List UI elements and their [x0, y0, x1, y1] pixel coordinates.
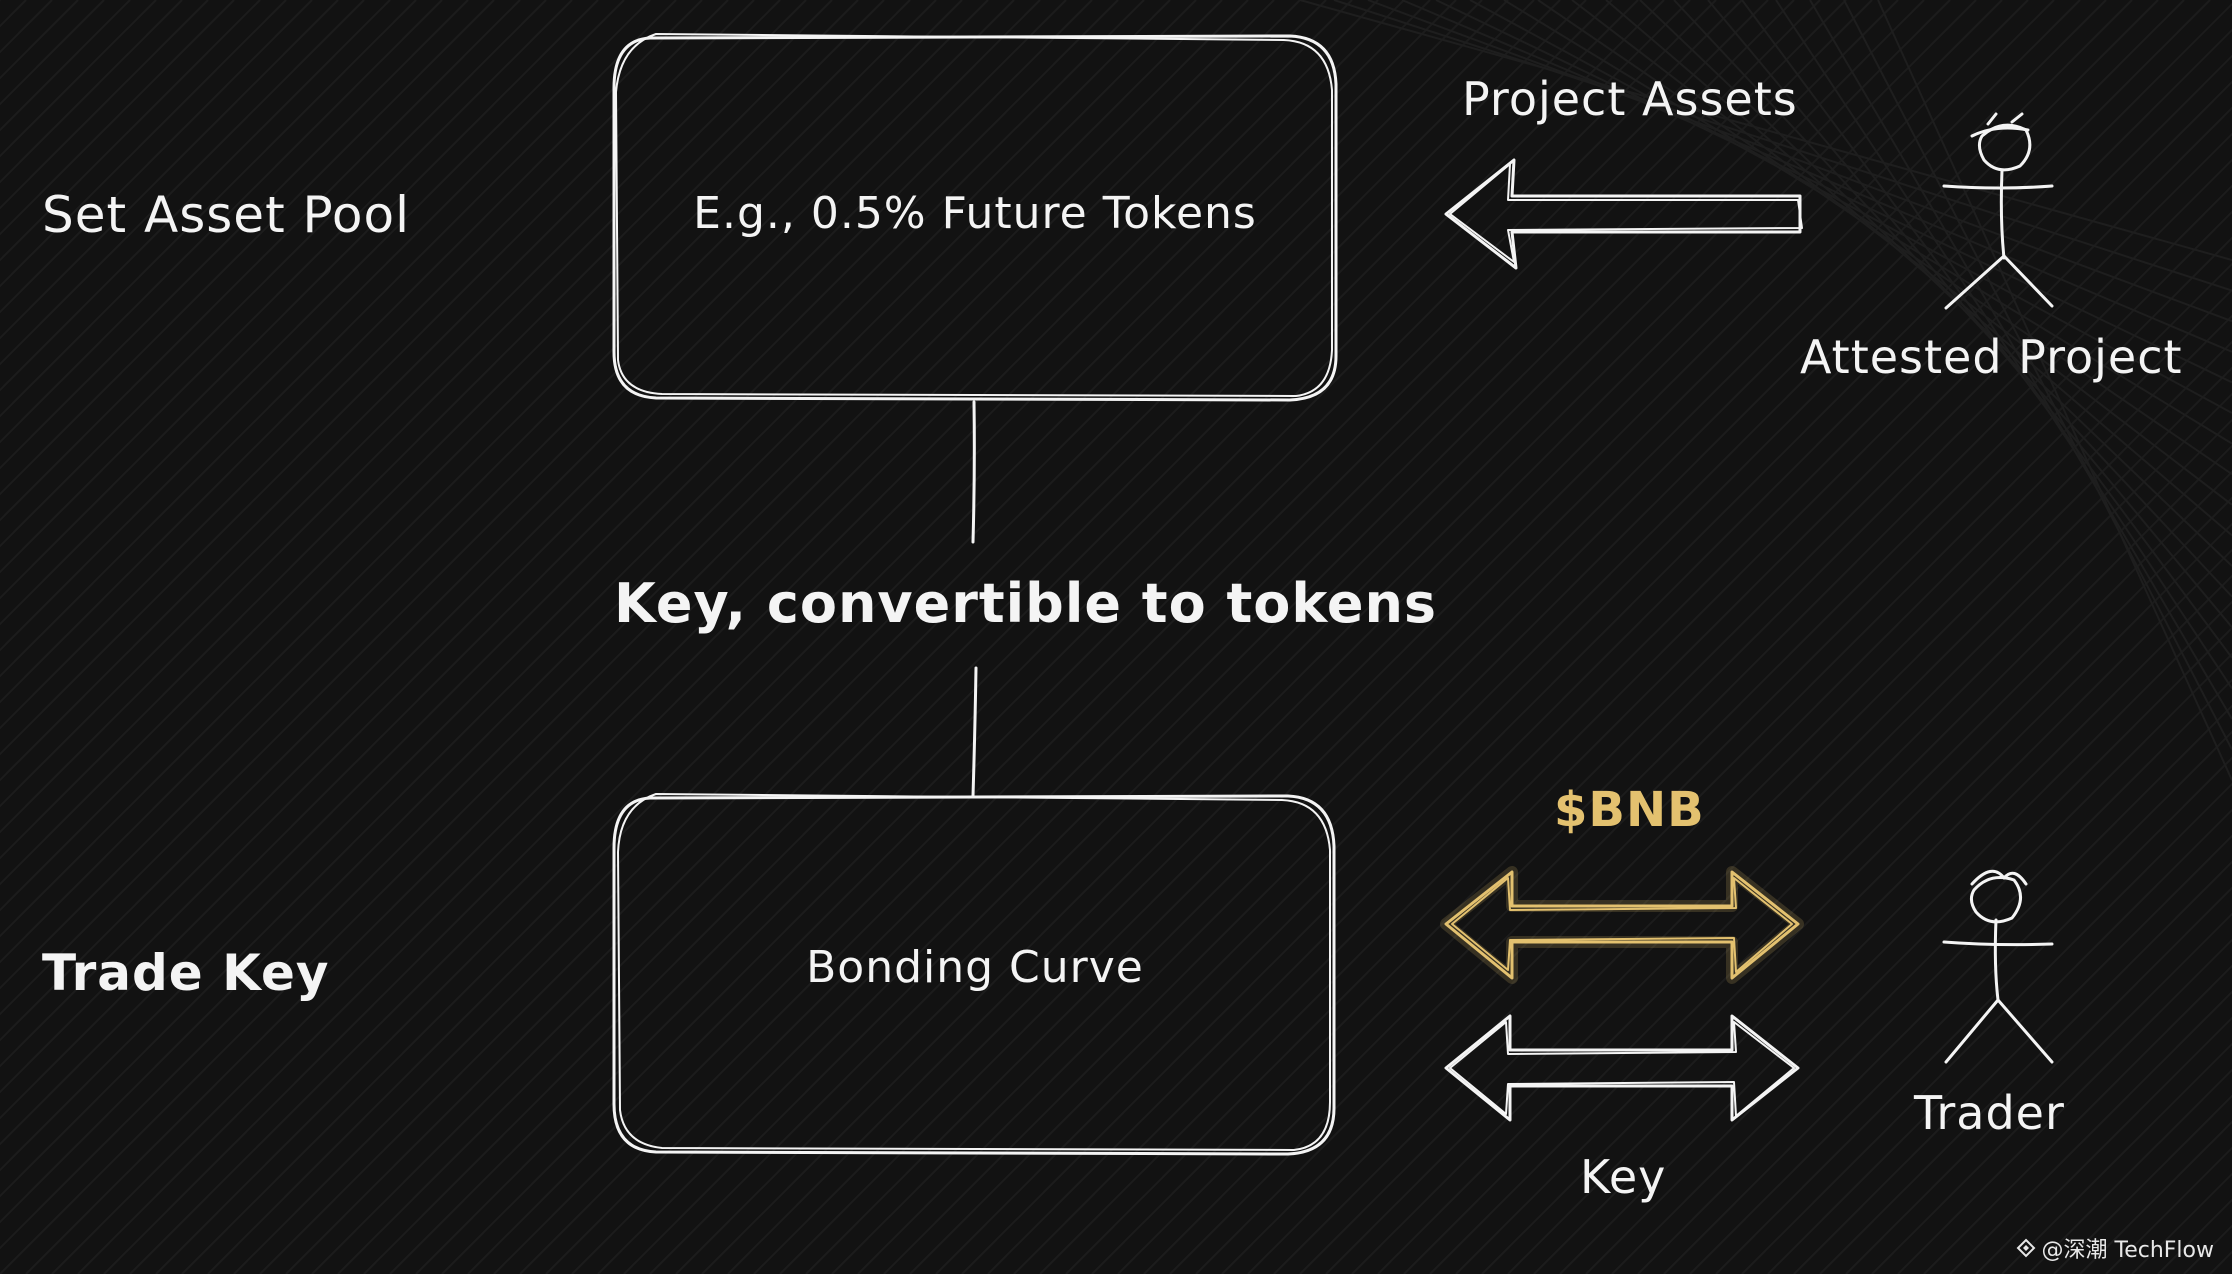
- key-label: Key: [1580, 1150, 1667, 1204]
- watermark-text: @深潮 TechFlow: [2041, 1238, 2215, 1263]
- trade-key-label: Trade Key: [42, 944, 330, 1002]
- attested-project-person-icon: [1942, 112, 2054, 310]
- asset-pool-box: [612, 33, 1338, 402]
- connector-line-bottom: [971, 666, 978, 798]
- connector-line-top: [971, 400, 976, 544]
- left-arrow-icon: [1444, 158, 1803, 270]
- key-double-arrow-icon: [1444, 1014, 1800, 1122]
- techflow-logo-icon: [2016, 1238, 2035, 1258]
- bnb-label: $BNB: [1554, 782, 1705, 838]
- project-assets-label: Project Assets: [1462, 72, 1798, 126]
- trader-label: Trader: [1914, 1086, 2065, 1140]
- bonding-curve-text: Bonding Curve: [806, 942, 1144, 993]
- key-convertible-label: Key, convertible to tokens: [614, 572, 1438, 635]
- attested-project-label: Attested Project: [1800, 330, 2183, 384]
- set-asset-pool-label: Set Asset Pool: [42, 186, 411, 244]
- future-tokens-text: E.g., 0.5% Future Tokens: [693, 188, 1257, 239]
- trader-person-icon: [1942, 869, 2054, 1064]
- watermark: @深潮 TechFlow: [2016, 1232, 2215, 1264]
- bonding-curve-box: [612, 793, 1336, 1156]
- bnb-double-arrow-icon: [1440, 866, 1804, 984]
